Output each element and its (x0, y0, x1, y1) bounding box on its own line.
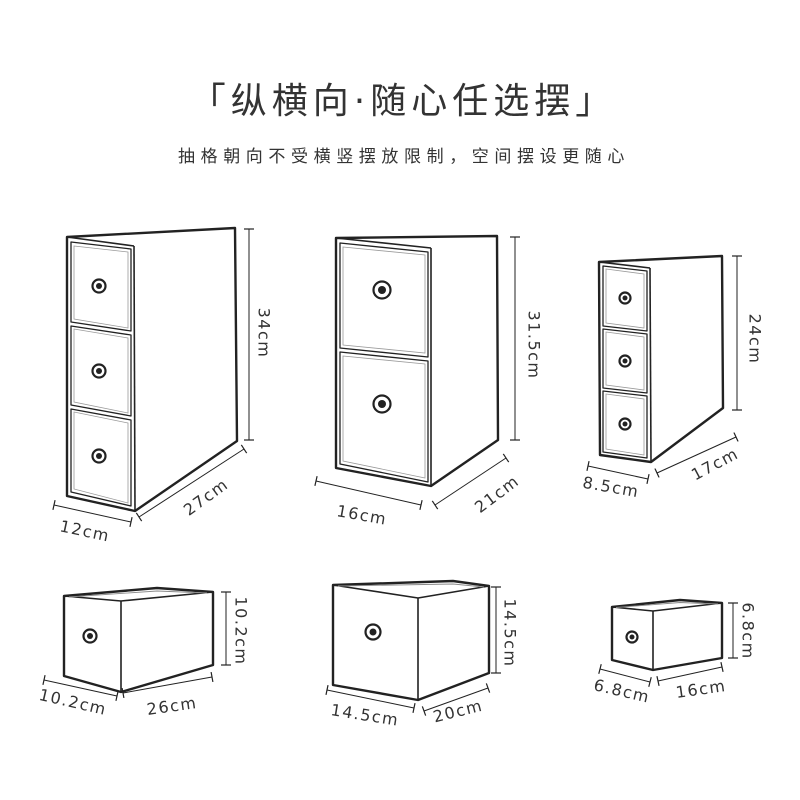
dimension-label-front: 12cm (58, 516, 112, 545)
drawer (602, 390, 648, 459)
dimension-front: 8.5cm (581, 460, 650, 502)
drawer-face-inset (73, 245, 129, 329)
drawer (339, 242, 429, 358)
drawer-box-small: 6.8cm 6.8cm 16cm (592, 598, 758, 707)
dimension-line (135, 444, 248, 522)
cabinet-top-front-edge (598, 261, 651, 269)
dimension-line (121, 671, 214, 699)
drawer-knob-center (378, 286, 386, 294)
drawer-knob-center (96, 283, 102, 289)
drawer (70, 408, 132, 507)
cabinet-corner-edge (133, 245, 136, 512)
dimension-label-front: 14.5cm (329, 700, 400, 730)
dimension-line (42, 674, 119, 702)
drawer (339, 351, 429, 483)
dimension-front: 12cm (52, 499, 133, 546)
drawer (70, 241, 132, 332)
dimension-label-height: 6.8cm (739, 602, 758, 659)
dimension-height: 10.2cm (221, 591, 251, 666)
drawer (70, 325, 132, 417)
drawer-face (339, 351, 429, 483)
drawer-knob-center (87, 633, 93, 639)
dimension-height: 24cm (732, 255, 765, 411)
dimension-label-side: 27cm (180, 474, 232, 519)
dimension-line (325, 684, 416, 714)
box-outline (331, 579, 491, 702)
drawer-knob-center (96, 368, 102, 374)
cabinet-two-drawer: 31.5cm 16cm 21cm (314, 234, 544, 529)
dimension-side: 16cm (656, 661, 728, 702)
drawer-face-inset (605, 268, 645, 329)
box-outline (610, 598, 724, 672)
drawer-knob-center (622, 358, 628, 364)
dimension-label-side: 20cm (431, 696, 485, 727)
cabinet-corner-edge (649, 267, 652, 463)
cabinet-top-front-edge (335, 237, 432, 249)
drawer-face-inset (73, 328, 129, 414)
page-title: 「纵横向·随心任选摆」 (190, 81, 616, 122)
dimension-line (656, 661, 724, 687)
dimension-label-front: 8.5cm (581, 473, 641, 502)
drawer-knob-center (622, 421, 628, 427)
drawer-face-inset (605, 393, 645, 456)
dimension-label-height: 10.2cm (232, 596, 251, 665)
dimension-label-side: 21cm (471, 471, 523, 517)
page-subtitle: 抽格朝向不受横竖摆放限制，空间摆设更随心 (178, 147, 630, 167)
drawer-box-large: 14.5cm 14.5cm 20cm (325, 579, 520, 730)
dimension-label-side: 26cm (146, 693, 199, 719)
drawer-knob-center (378, 400, 386, 408)
dimension-front: 16cm (314, 475, 423, 529)
dimension-line (654, 432, 739, 478)
drawer (602, 265, 648, 332)
dimension-label-side: 17cm (688, 444, 742, 485)
dimension-label-height: 31.5cm (525, 310, 544, 379)
box-inner-rim (68, 590, 208, 598)
dimension-label-height: 24cm (746, 314, 765, 365)
cabinet-three-drawer-small: 24cm 8.5cm 17cm (581, 254, 765, 502)
dimension-line (431, 453, 510, 510)
drawer-face (339, 242, 429, 358)
drawer (602, 328, 648, 394)
dimension-height: 6.8cm (728, 602, 758, 660)
drawer-knob-center (369, 628, 377, 636)
drawer-knob-center (622, 295, 628, 301)
dimension-label-height: 14.5cm (501, 598, 520, 667)
dimension-label-front: 10.2cm (37, 685, 109, 719)
drawer-face-inset (605, 331, 645, 391)
drawer-face-inset (342, 355, 426, 479)
dimension-line (314, 475, 423, 511)
drawer-knob-center (629, 634, 635, 640)
drawer-face-inset (342, 246, 426, 354)
dimension-line (52, 499, 133, 528)
dimension-label-side: 16cm (675, 676, 728, 702)
box-inner-rim (337, 583, 485, 588)
cabinet-top-front-edge (66, 236, 135, 247)
dimension-height: 34cm (244, 228, 274, 441)
dimension-height: 14.5cm (491, 586, 520, 674)
dimension-line (586, 460, 650, 485)
box-inner-rim (615, 602, 719, 608)
dimension-line (598, 664, 652, 687)
dimension-label-height: 34cm (255, 308, 274, 359)
dimension-line (421, 683, 491, 716)
cabinet-three-drawer-tall: 34cm 12cm 27cm (52, 226, 274, 546)
dimension-height: 31.5cm (510, 236, 544, 441)
dimension-label-front: 16cm (335, 501, 388, 529)
drawer-box-long: 10.2cm 10.2cm 26cm (37, 586, 251, 719)
drawer-knob-center (96, 453, 102, 459)
dimension-front: 6.8cm (592, 664, 652, 707)
